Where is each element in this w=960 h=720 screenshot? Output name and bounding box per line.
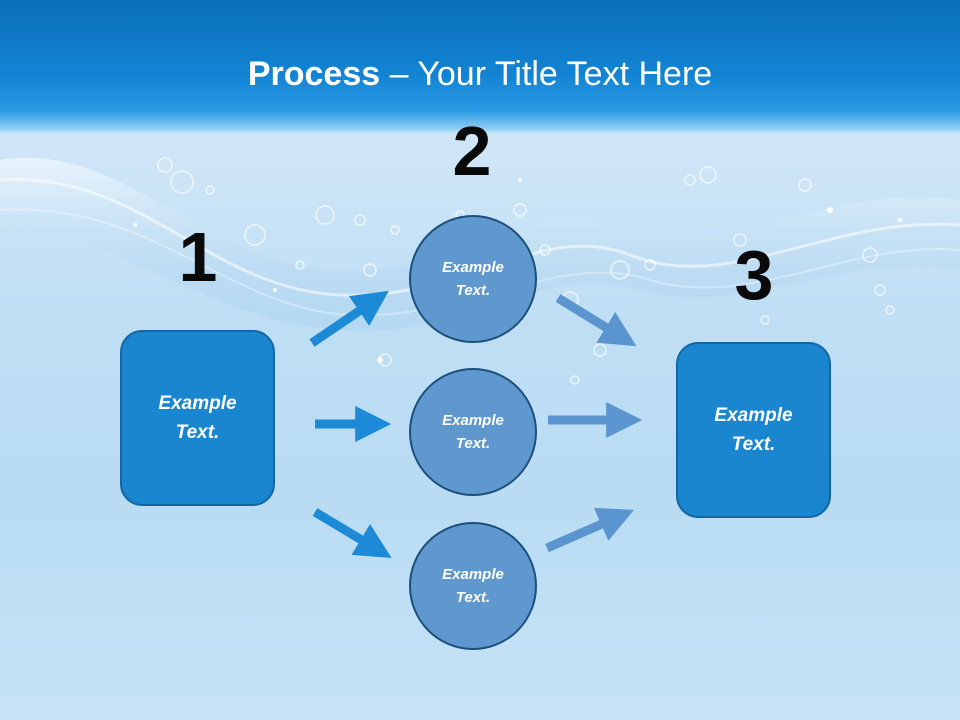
- step-3-box[interactable]: Example Text.: [676, 342, 831, 518]
- step-number-1: 1: [178, 218, 218, 296]
- title-banner: [0, 0, 960, 135]
- slide-title: Process – Your Title Text Here: [0, 52, 960, 96]
- step-2-circle-middle[interactable]: Example Text.: [409, 368, 537, 496]
- step-1-box[interactable]: Example Text.: [120, 330, 275, 506]
- step-number-3: 3: [734, 236, 774, 314]
- step-2-circle-top[interactable]: Example Text.: [409, 215, 537, 343]
- title-bold-part: Process: [247, 55, 381, 93]
- title-rest-part: – Your Title Text Here: [380, 55, 713, 93]
- step-number-2: 2: [452, 112, 492, 190]
- arrow-1-to-bottom: [312, 508, 392, 558]
- step-2-circle-bottom[interactable]: Example Text.: [409, 522, 537, 650]
- arrow-bottom-to-3: [545, 507, 635, 553]
